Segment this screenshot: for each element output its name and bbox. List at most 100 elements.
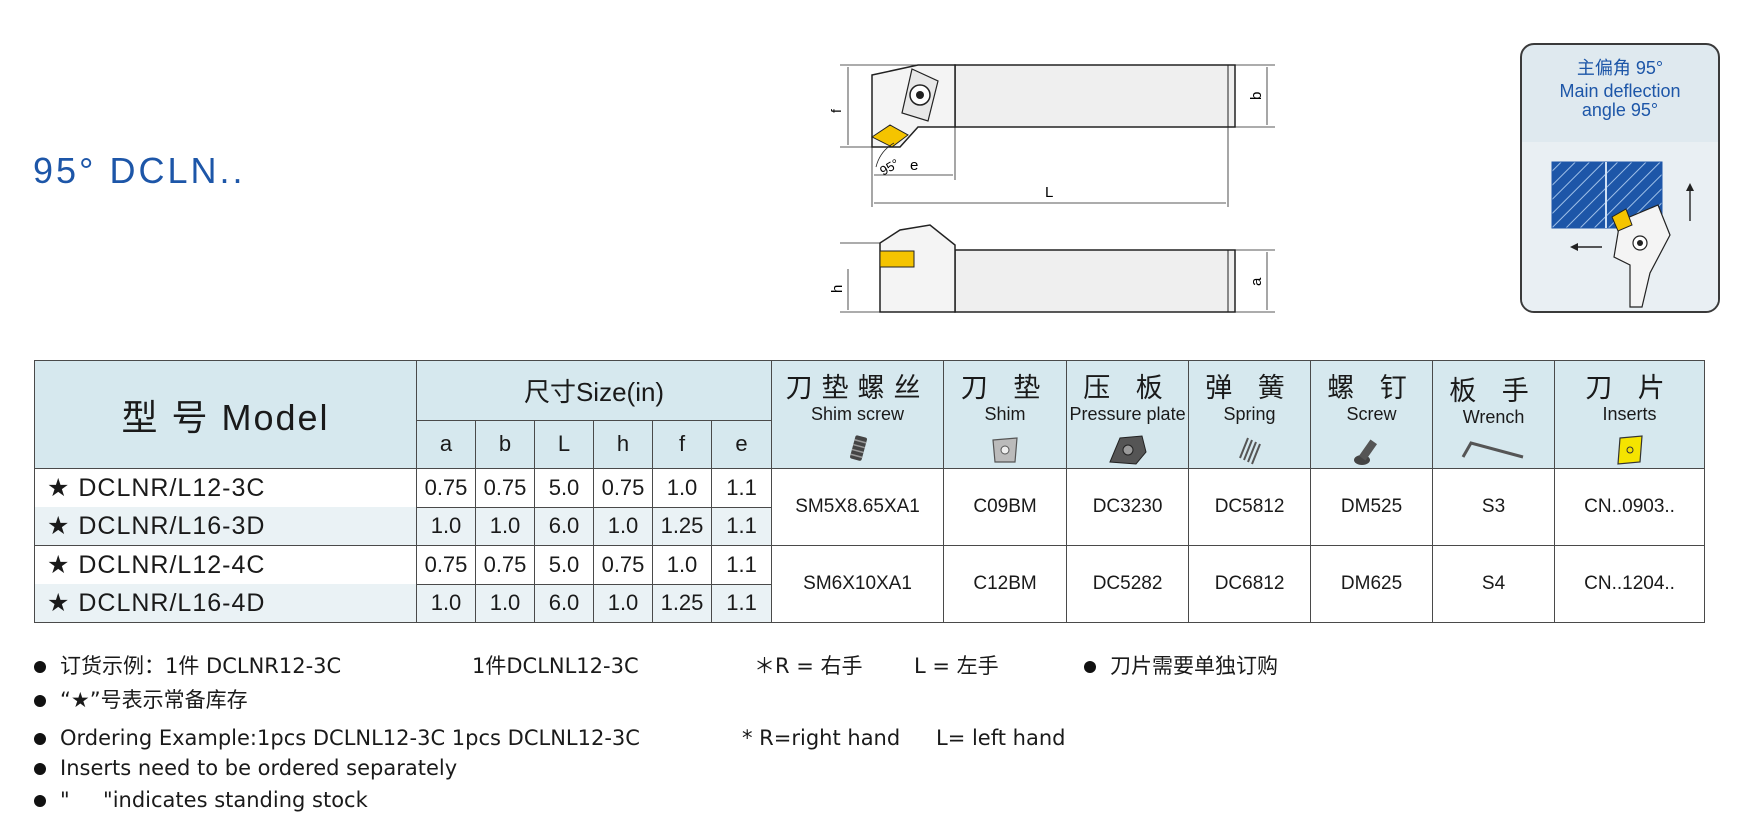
part-cell-shim: C09BM [943, 468, 1068, 546]
dim-cell: 5.0 [534, 468, 594, 508]
part-header-inserts: 刀 片 Inserts [1554, 360, 1706, 469]
part-cell-pressure-plate: DC3230 [1066, 468, 1190, 546]
dim-header-f: f [652, 419, 712, 470]
top-view-shank [954, 64, 1236, 128]
callout-en-line1: Main deflection [1559, 81, 1681, 101]
dim-label-a: a [1248, 277, 1265, 286]
dim-cell: 6.0 [534, 506, 594, 546]
part-header-en: Pressure plate [1069, 403, 1186, 424]
bullet-icon [34, 661, 46, 673]
note-zh-2: “★”号表示常备库存 [34, 684, 248, 714]
dim-cell: 1.25 [652, 506, 712, 546]
dim-cell: 1.0 [475, 583, 535, 623]
insert-icon [1616, 434, 1643, 465]
dim-header-e: e [710, 419, 773, 470]
callout-text: 主偏角 95° Main deflection angle 95° [1522, 59, 1718, 120]
side-view-shank [954, 249, 1236, 313]
part-header-en: Spring [1223, 403, 1276, 424]
spring-icon [1238, 437, 1261, 464]
part-header-pressure-plate: 压 板 Pressure plate [1066, 360, 1190, 469]
spec-table: 型 号 Model 尺寸Size(in) 刀垫螺丝 Shim screw 刀 垫… [34, 360, 1706, 623]
pressure-plate-icon [1108, 434, 1147, 465]
part-header-en: Wrench [1462, 406, 1525, 427]
dim-header-L: L [534, 419, 594, 470]
dim-header-a: a [416, 419, 476, 470]
dim-cell: 1.1 [710, 468, 773, 508]
wrench-icon [1461, 440, 1523, 458]
note-text: " "indicates standing stock [60, 788, 368, 812]
dim-cell: 1.0 [593, 583, 653, 623]
part-header-zh: 刀垫螺丝 [785, 372, 930, 403]
shim-icon [992, 436, 1018, 463]
part-cell-screw: DM625 [1310, 545, 1434, 623]
dim-cell: 1.0 [416, 583, 476, 623]
bullet-icon [34, 763, 46, 775]
dim-cell: 6.0 [534, 583, 594, 623]
side-view-head [879, 224, 956, 313]
note-text: L= left hand [936, 726, 1066, 750]
part-cell-spring: DC6812 [1188, 545, 1312, 623]
note-text: 1件DCLNL12-3C [472, 654, 639, 678]
part-header-shim: 刀 垫 Shim [943, 360, 1068, 469]
dim-cell: 1.1 [710, 545, 773, 585]
dim-cell: 5.0 [534, 545, 594, 585]
callout-holder [1613, 204, 1671, 308]
note-text: L = 左手 [914, 654, 999, 678]
part-cell-shim-screw: SM6X10XA1 [771, 545, 945, 623]
callout-zh: 主偏角 95° [1576, 58, 1664, 78]
part-header-zh: 板 手 [1449, 375, 1538, 406]
model-cell: ★ DCLNR/L12-3C [34, 468, 417, 507]
part-cell-pressure-plate: DC5282 [1066, 545, 1190, 623]
dim-cell: 1.0 [652, 468, 712, 508]
note-zh-1d: L = 左手 [914, 650, 999, 680]
note-zh-1: 订货示例：1件 DCLNR12-3C [34, 650, 341, 680]
dim-cell: 1.0 [416, 506, 476, 546]
part-header-zh: 刀 片 [1585, 372, 1674, 403]
deflection-angle-callout: 主偏角 95° Main deflection angle 95° [1520, 43, 1720, 313]
part-cell-inserts: CN..0903.. [1554, 468, 1706, 546]
dim-cell: 1.0 [652, 545, 712, 585]
page-title: 95° DCLN.. [33, 150, 246, 191]
table-row: ★ DCLNR/L12-3C 0.75 0.75 5.0 0.75 1.0 1.… [34, 468, 1706, 546]
note-text: 订货示例：1件 DCLNR12-3C [60, 654, 342, 678]
dim-header-b: b [475, 419, 535, 470]
part-header-zh: 弹 簧 [1205, 372, 1294, 403]
note-en-1: Ordering Example:1pcs DCLNL12-3C 1pcs DC… [34, 726, 640, 750]
top-view-insert [871, 124, 909, 148]
shim-screw-icon [849, 434, 867, 461]
callout-en-line2: angle 95° [1581, 100, 1659, 120]
note-zh-1e: 刀片需要单独订购 [1084, 650, 1278, 680]
part-header-wrench: 板 手 Wrench [1432, 360, 1556, 469]
note-en-1b: * R=right hand [742, 726, 900, 750]
bullet-icon [1084, 661, 1096, 673]
dim-cell: 0.75 [475, 468, 535, 508]
part-header-en: Shim screw [811, 403, 905, 424]
part-header-zh: 螺 钉 [1327, 372, 1416, 403]
cutting-diagram [1551, 161, 1694, 308]
dim-cell: 1.1 [710, 583, 773, 623]
bullet-icon [34, 733, 46, 745]
model-cell: ★ DCLNR/L12-4C [34, 545, 417, 584]
part-cell-shim-screw: SM5X8.65XA1 [771, 468, 945, 546]
model-header: 型 号 Model [34, 360, 417, 469]
bullet-icon [34, 795, 46, 807]
part-header-zh: 刀 垫 [960, 372, 1050, 403]
dim-label-f: f [828, 109, 844, 113]
part-cell-screw: DM525 [1310, 468, 1434, 546]
dim-label-e: e [910, 157, 918, 174]
part-cell-wrench: S3 [1432, 468, 1556, 546]
part-header-en: Screw [1346, 403, 1397, 424]
note-text: ＊R = 右手 [754, 654, 863, 678]
dim-cell: 0.75 [593, 545, 653, 585]
part-header-en: Shim [984, 403, 1026, 424]
part-header-en: Inserts [1602, 403, 1657, 424]
callout-insert [1611, 208, 1633, 232]
note-text: * R=right hand [742, 726, 901, 750]
dim-cell: 1.0 [475, 506, 535, 546]
model-cell: ★ DCLNR/L16-3D [34, 507, 417, 546]
dim-label-L: L [1045, 184, 1053, 201]
note-zh-1b: 1件DCLNL12-3C [472, 650, 639, 680]
screw-icon [1353, 439, 1377, 465]
dim-label-b: b [1248, 92, 1265, 100]
note-text: 刀片需要单独订购 [1110, 654, 1278, 678]
